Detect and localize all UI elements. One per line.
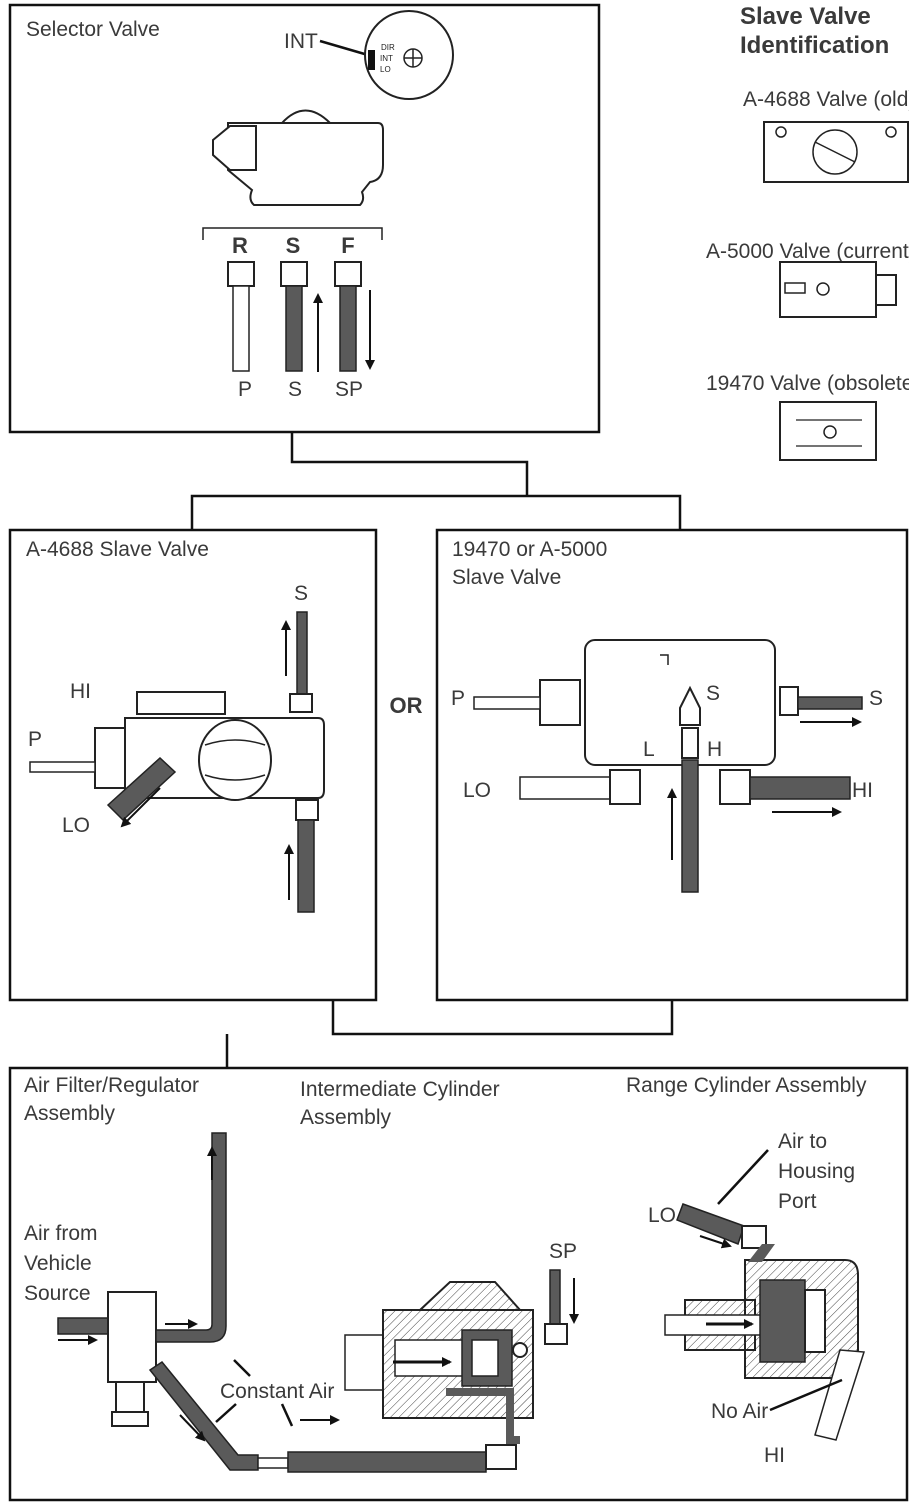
sp-label: SP	[549, 1240, 577, 1263]
knob-lo-label: LO	[380, 65, 391, 74]
19470-valve-thumbnail-icon	[780, 402, 876, 460]
constant-air-diag-pipe	[150, 1362, 258, 1470]
int-pointer-line	[320, 41, 368, 55]
connector-slave-split	[192, 496, 680, 530]
slave-valve-identification: Slave Valve Identification A-4688 Valve …	[706, 3, 909, 460]
fitting-r	[228, 262, 254, 286]
constant-air-up-pipe	[156, 1133, 226, 1342]
port-f-label: F	[341, 233, 354, 258]
selector-valve-frame	[10, 5, 599, 432]
air-to-leader	[718, 1150, 768, 1204]
sp-pipe	[550, 1270, 560, 1324]
range-lo-label: LO	[648, 1204, 676, 1227]
ident-a4688-label: A-4688 Valve (old)	[743, 88, 909, 111]
line-sp-tube	[340, 286, 356, 371]
range-lo-pipe	[677, 1204, 744, 1244]
line-s-label: S	[288, 378, 302, 401]
range-cylinder-title: Range Cylinder Assembly	[626, 1074, 867, 1097]
selector-valve-panel: Selector Valve INT DIR INT LO R S F	[10, 5, 599, 432]
port-s-label: S	[286, 233, 301, 258]
identification-title-line2: Identification	[740, 32, 889, 59]
constant-air-joint	[258, 1458, 288, 1468]
a5000-hi-label: HI	[852, 779, 873, 802]
a5000-s-right-pipe	[798, 697, 862, 709]
constant-air-leader-3	[282, 1404, 292, 1426]
filter-title-line1: Air Filter/Regulator	[24, 1074, 199, 1097]
a4688-valve-thumbnail-icon	[764, 122, 908, 182]
constant-air-leader-1	[234, 1360, 250, 1376]
air-to-line2: Housing	[778, 1160, 855, 1183]
air-from-line2: Vehicle	[24, 1252, 92, 1275]
constant-air-label: Constant Air	[220, 1380, 334, 1403]
line-p-tube	[233, 286, 249, 371]
air-supply-panel: Air Filter/Regulator Assembly Intermedia…	[10, 1068, 907, 1500]
a4688-sp-pipe	[298, 820, 314, 912]
constant-air-leader-2	[216, 1404, 236, 1422]
air-to-line1: Air to	[778, 1130, 827, 1153]
line-sp-label: SP	[335, 378, 363, 401]
connector-slaves-join	[333, 1000, 672, 1034]
port-r-label: R	[232, 233, 248, 258]
range-cylinder-icon	[665, 1244, 858, 1378]
a5000-valve-body-icon	[540, 640, 798, 765]
knob-dir-label: DIR	[381, 43, 395, 52]
a5000-hi-elbow	[720, 770, 750, 804]
inlet-pipe	[58, 1318, 108, 1334]
ident-19470-label: 19470 Valve (obsolete)	[706, 372, 909, 395]
range-hi-label: HI	[764, 1444, 785, 1467]
selector-valve-title: Selector Valve	[26, 18, 160, 41]
air-from-line1: Air from	[24, 1222, 98, 1245]
a4688-s-pipe	[297, 612, 307, 694]
connector-selector-to-slaves	[292, 432, 527, 496]
air-to-line3: Port	[778, 1190, 817, 1213]
a5000-s-right-label: S	[869, 687, 883, 710]
a5000-p-label: P	[451, 687, 465, 710]
a4688-bottom-fitting	[296, 800, 318, 820]
a5000-slave-valve-panel: 19470 or A-5000 Slave Valve P S S L H LO…	[437, 530, 907, 1000]
a5000-hi-pipe	[750, 777, 850, 799]
knob-int-label: INT	[380, 54, 393, 63]
filter-title-line2: Assembly	[24, 1102, 116, 1125]
air-from-line3: Source	[24, 1282, 91, 1305]
sp-fitting	[545, 1324, 567, 1344]
intermediate-title-line1: Intermediate Cylinder	[300, 1078, 500, 1101]
a5000-valve-thumbnail-icon	[780, 262, 896, 317]
a5000-lo-label: LO	[463, 779, 491, 802]
constant-air-long-pipe	[288, 1452, 486, 1472]
fitting-s	[281, 262, 307, 286]
a5000-lo-elbow	[610, 770, 640, 804]
a4688-lo-label: LO	[62, 814, 90, 837]
a5000-sp-pipe	[682, 760, 698, 892]
line-p-label: P	[238, 378, 252, 401]
intermediate-cylinder-icon	[345, 1282, 533, 1469]
selector-knob-icon: DIR INT LO	[365, 11, 453, 99]
identification-title-line1: Slave Valve	[740, 3, 871, 30]
a5000-title-line1: 19470 or A-5000	[452, 538, 607, 561]
a4688-title: A-4688 Slave Valve	[26, 538, 209, 561]
air-filter-regulator-icon	[108, 1292, 156, 1426]
fitting-f	[335, 262, 361, 286]
ident-a5000-label: A-5000 Valve (current)	[706, 240, 909, 263]
a4688-s-label: S	[294, 582, 308, 605]
line-s-tube	[286, 286, 302, 371]
a5000-l-label: L	[643, 738, 655, 761]
selector-valve-body-icon	[213, 111, 383, 206]
no-air-label: No Air	[711, 1400, 768, 1423]
a5000-lo-tube	[520, 777, 610, 799]
a4688-hi-label: HI	[70, 680, 91, 703]
a5000-s-top-label: S	[706, 682, 720, 705]
or-label: OR	[390, 693, 423, 718]
selector-int-label: INT	[284, 30, 318, 53]
intermediate-title-line2: Assembly	[300, 1106, 392, 1129]
a4688-valve-body-icon	[30, 692, 324, 800]
a4688-slave-valve-panel: A-4688 Slave Valve S HI P LO	[10, 530, 376, 1000]
a5000-p-tube	[474, 697, 540, 709]
a4688-p-label: P	[28, 728, 42, 751]
a5000-h-label: H	[707, 738, 722, 761]
a5000-title-line2: Slave Valve	[452, 566, 561, 589]
